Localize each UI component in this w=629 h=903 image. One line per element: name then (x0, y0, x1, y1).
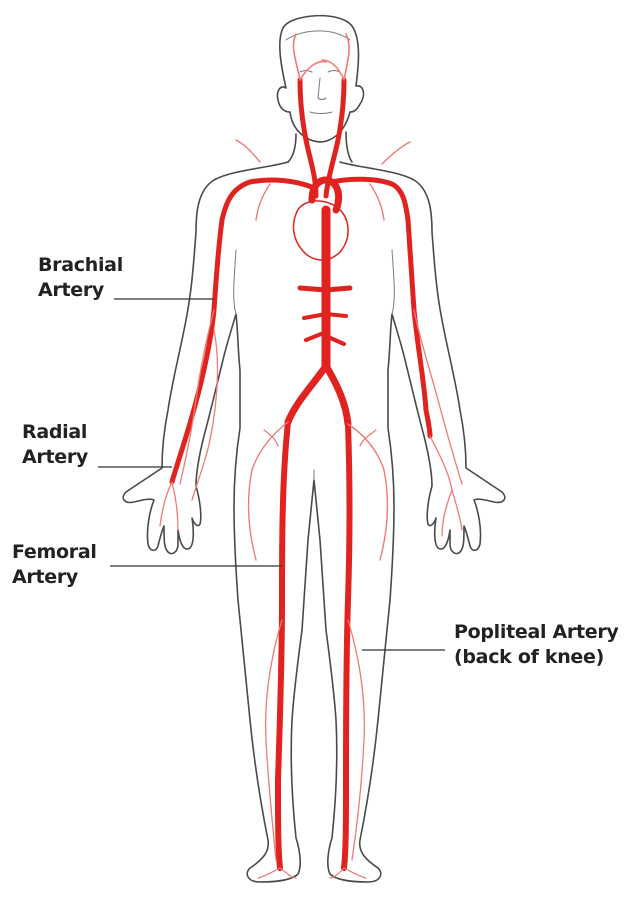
femoral-label-line1: Femoral (12, 540, 97, 565)
major-arteries (172, 80, 430, 868)
femoral-label-line2: Artery (12, 565, 97, 590)
brachial-artery-label: Brachial Artery (38, 253, 123, 303)
brachial-label-line1: Brachial (38, 253, 123, 278)
popliteal-label-line2: (back of knee) (454, 645, 619, 670)
radial-artery-label: Radial Artery (22, 420, 88, 470)
radial-label-line2: Artery (22, 445, 88, 470)
femoral-artery-label: Femoral Artery (12, 540, 97, 590)
brachial-label-line2: Artery (38, 278, 123, 303)
radial-label-line1: Radial (22, 420, 88, 445)
popliteal-artery-label: Popliteal Artery (back of knee) (454, 620, 619, 670)
popliteal-label-line1: Popliteal Artery (454, 620, 619, 645)
